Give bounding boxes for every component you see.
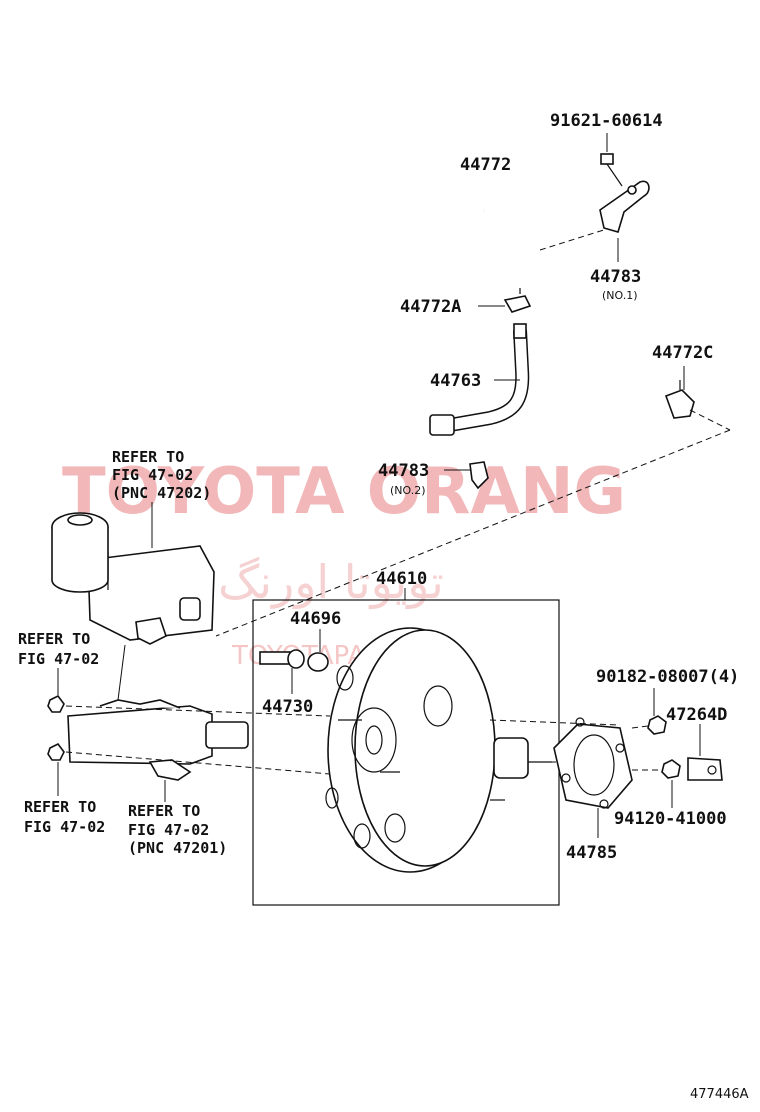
label-44730: 44730 xyxy=(262,697,313,717)
label-94120-41000: 94120-41000 xyxy=(614,809,727,829)
nut-94120 xyxy=(661,759,681,779)
label-91621-60614: 91621-60614 xyxy=(550,111,663,131)
svg-text:FIG 47-02: FIG 47-02 xyxy=(24,818,105,836)
svg-text:REFER TO: REFER TO xyxy=(24,798,96,816)
watermark-brand: TOYOTA ORANG xyxy=(62,455,626,529)
refer-note-master-cylinder: REFER TO FIG 47-02 (PNC 47201) xyxy=(128,802,227,857)
label-44783-no2: 44783 xyxy=(378,461,429,481)
hose-44772 xyxy=(478,200,673,406)
fitting-44772A xyxy=(503,288,532,313)
bolt-91621 xyxy=(600,153,623,187)
svg-text:REFER TO: REFER TO xyxy=(112,448,184,466)
label-44783-no1-sub: (NO.1) xyxy=(602,289,638,302)
label-44785: 44785 xyxy=(566,843,617,863)
label-44772C: 44772C xyxy=(652,343,713,363)
nut-upper-left xyxy=(47,694,65,713)
label-44783-no1: 44783 xyxy=(590,267,641,287)
refer-note-lower-left: REFER TO FIG 47-02 xyxy=(24,798,105,836)
clip-44772C xyxy=(664,380,695,419)
grommet-44696 xyxy=(307,652,329,672)
watermark-brand-fa: تویوتا اورنگ xyxy=(218,555,444,610)
svg-text:(PNC 47201): (PNC 47201) xyxy=(128,839,227,857)
hose-44763 xyxy=(429,323,530,436)
leader-hose-clamp1 xyxy=(539,227,611,251)
figure-code: 477446A xyxy=(690,1087,749,1102)
label-44783-no2-sub: (NO.2) xyxy=(390,484,426,497)
master-cylinder xyxy=(67,699,249,781)
label-90182-08007: 90182-08007(4) xyxy=(596,667,739,687)
nut-90182 xyxy=(647,715,667,735)
svg-text:REFER TO: REFER TO xyxy=(18,630,90,648)
check-valve-44730 xyxy=(259,649,305,669)
nut-lower-left xyxy=(47,742,65,761)
label-47264D: 47264D xyxy=(666,705,727,725)
brake-booster-44610 xyxy=(325,627,552,873)
refer-note-upper-left: REFER TO FIG 47-02 xyxy=(18,630,99,668)
label-44610: 44610 xyxy=(376,569,427,589)
svg-text:FIG 47-02: FIG 47-02 xyxy=(112,466,193,484)
svg-text:FIG 47-02: FIG 47-02 xyxy=(128,821,209,839)
clevis-47264D xyxy=(687,757,723,781)
clamp-44783-no1 xyxy=(599,180,650,233)
clamp-44783-no2 xyxy=(469,461,489,490)
svg-text:REFER TO: REFER TO xyxy=(128,802,200,820)
refer-note-reservoir: REFER TO FIG 47-02 (PNC 47202) xyxy=(112,448,211,502)
brake-fluid-reservoir xyxy=(51,512,215,645)
label-44772A: 44772A xyxy=(400,297,461,317)
gasket-44785 xyxy=(553,717,633,809)
svg-text:(PNC 47202): (PNC 47202) xyxy=(112,484,211,502)
label-44763: 44763 xyxy=(430,371,481,391)
label-44772: 44772 xyxy=(460,155,511,175)
svg-text:FIG 47-02: FIG 47-02 xyxy=(18,650,99,668)
label-44696: 44696 xyxy=(290,609,341,629)
